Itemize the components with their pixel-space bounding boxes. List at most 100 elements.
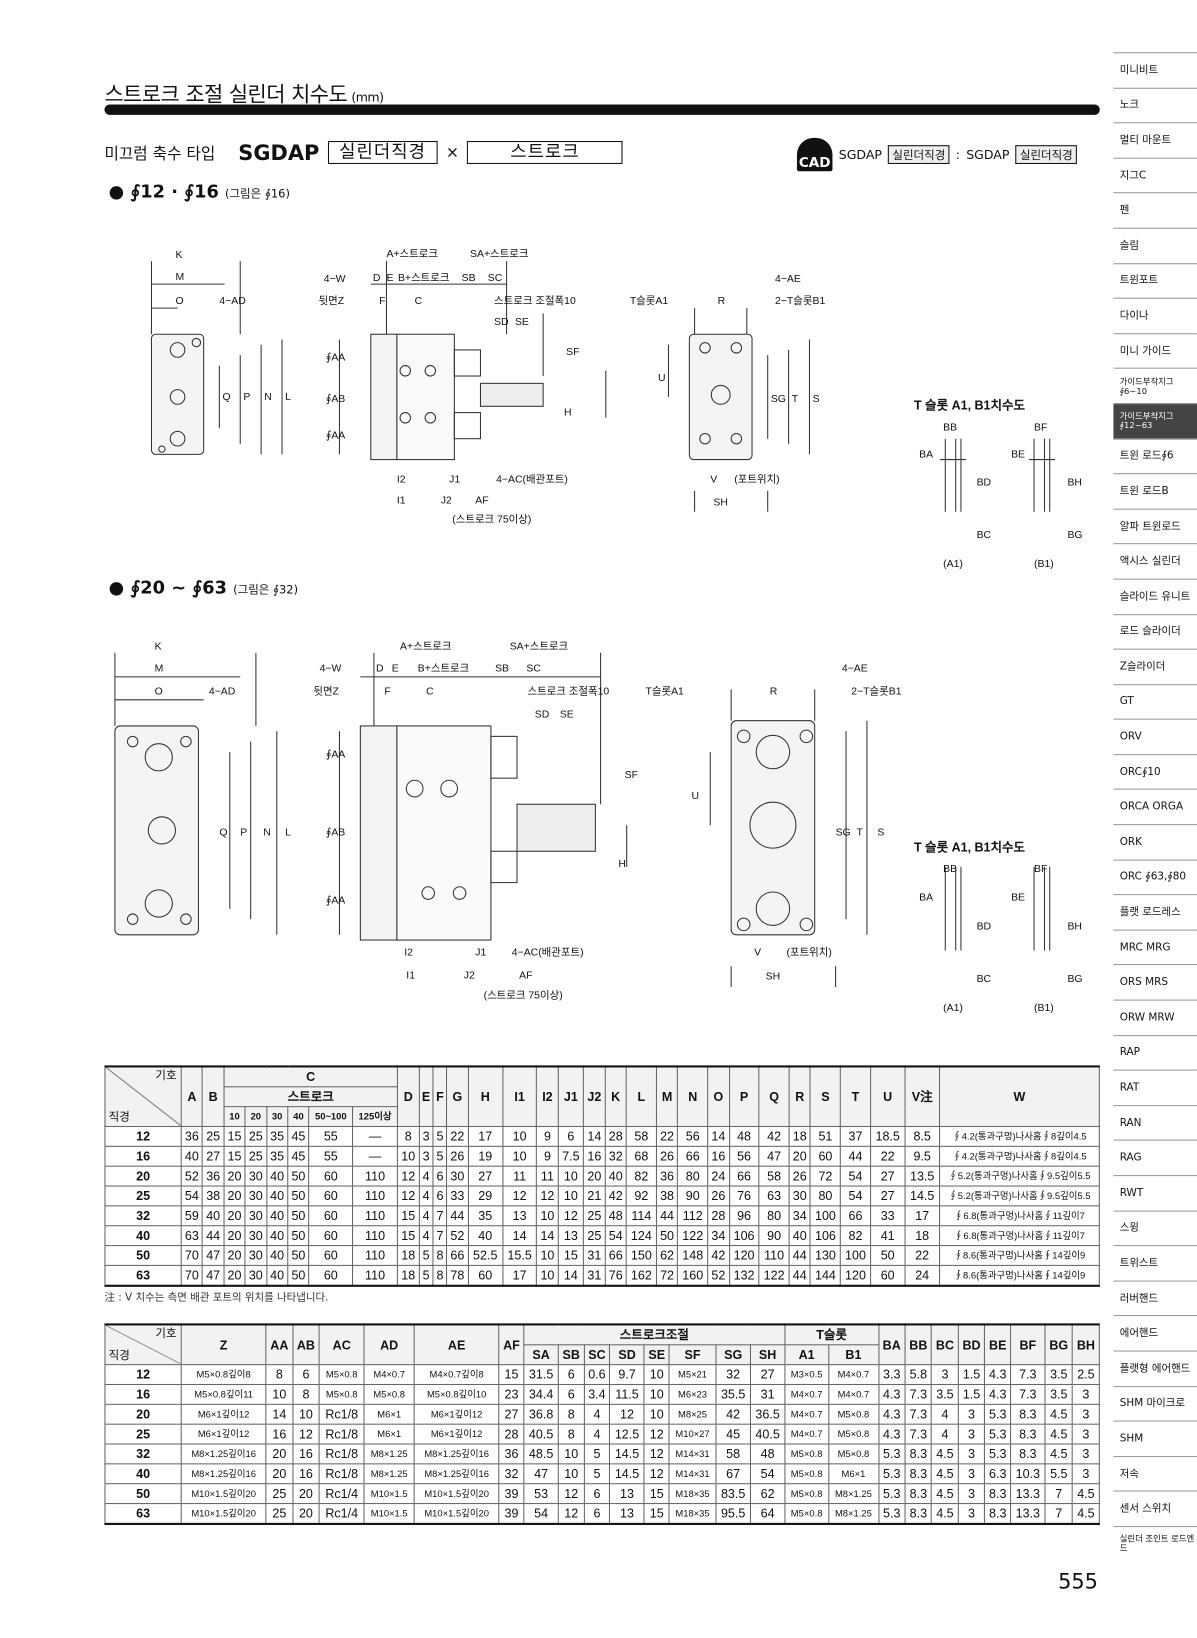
table-cell: 63 — [180, 1225, 204, 1247]
table-cell: 25 — [583, 1205, 606, 1227]
dim-l: L — [285, 392, 291, 403]
table-cell: 100 — [839, 1245, 872, 1266]
side-tab[interactable]: RWT — [1113, 1175, 1197, 1211]
side-tab[interactable]: 플랫형 에어핸드 — [1113, 1350, 1197, 1386]
dim-label: (스트로크 75이상) — [484, 990, 563, 1002]
side-tab[interactable]: 센서 스위치 — [1113, 1490, 1197, 1526]
table-cell: 58 — [715, 1443, 751, 1465]
side-tab[interactable]: RAP — [1113, 1034, 1197, 1070]
tslot-bd: BD — [977, 478, 992, 489]
side-tab[interactable]: 트윈 로드B — [1113, 473, 1197, 509]
table-cell: 16 — [583, 1145, 606, 1167]
table-cell: 32 — [604, 1145, 627, 1167]
side-tab[interactable]: 노크 — [1113, 87, 1197, 123]
table-cell: 7 — [1044, 1503, 1074, 1525]
table-cell: M5×0.8 — [784, 1443, 829, 1465]
side-tab[interactable]: RAN — [1113, 1104, 1197, 1140]
side-tab[interactable]: 다이나 — [1113, 297, 1197, 333]
side-tab[interactable]: 트윈 로드∮6 — [1113, 438, 1197, 474]
table-cell: 19 — [467, 1145, 503, 1167]
table-cell: 50 — [655, 1225, 679, 1247]
side-tab[interactable]: 에어핸드 — [1113, 1315, 1197, 1351]
side-tab[interactable]: MRC MRG — [1113, 929, 1197, 965]
side-tab[interactable]: 미니 가이드 — [1113, 332, 1197, 369]
table-cell: M4×0.7 — [363, 1364, 415, 1386]
cad-icon[interactable]: CAD — [796, 137, 833, 172]
table-cell: 64 — [749, 1503, 786, 1525]
side-tab[interactable]: GT — [1113, 683, 1197, 719]
dim-e: E — [386, 273, 393, 284]
side-tab[interactable]: ORK — [1113, 824, 1197, 860]
side-tab[interactable]: 알파 트윈로드 — [1113, 508, 1197, 544]
dim-label: A+스트로크 — [400, 641, 452, 653]
side-tab[interactable]: 가이드부착지그 ∮12~63 — [1113, 403, 1197, 439]
table-cell: M6×23 — [668, 1383, 717, 1405]
side-tab[interactable]: 멀티 마운트 — [1113, 122, 1197, 158]
side-tab[interactable]: RAT — [1113, 1069, 1197, 1105]
side-tab[interactable]: ORV — [1113, 718, 1197, 754]
side-tab[interactable]: 가이드부착지그 ∮6~10 — [1113, 368, 1197, 404]
dim-label: U — [691, 791, 699, 802]
table-cell: 38 — [655, 1185, 679, 1207]
table-cell: 10 — [397, 1145, 420, 1167]
side-tab[interactable]: 슬림 — [1113, 227, 1197, 263]
side-tab[interactable]: Z슬라이더 — [1113, 648, 1197, 684]
side-tab[interactable]: ORC ∮63,∮80 — [1113, 859, 1197, 895]
dim-label: SD — [535, 710, 550, 721]
side-tab[interactable]: 저속 — [1113, 1455, 1197, 1491]
table-cell: 22 — [904, 1245, 941, 1266]
table-cell: 33 — [869, 1205, 906, 1227]
table-cell: 1.5 — [957, 1383, 986, 1405]
side-tab[interactable]: 펜 — [1113, 192, 1197, 228]
side-tab[interactable]: 러버핸드 — [1113, 1280, 1197, 1316]
side-tab[interactable]: RAG — [1113, 1139, 1197, 1176]
side-tab[interactable]: SHM 마이크로 — [1113, 1385, 1197, 1421]
table-cell: 4.3 — [877, 1383, 906, 1405]
table-cell: 32 — [715, 1364, 751, 1386]
side-tab[interactable]: 스윙 — [1113, 1210, 1197, 1246]
side-tab[interactable]: 플랫 로드레스 — [1113, 894, 1197, 930]
side-tab[interactable]: ORW MRW — [1113, 999, 1197, 1035]
side-tab[interactable]: 미니비트 — [1113, 52, 1197, 88]
side-tab[interactable]: 트윈포트 — [1113, 262, 1197, 298]
dim-aa-2: ∮AA — [326, 431, 345, 442]
side-tab[interactable]: ORCA ORGA — [1113, 789, 1197, 825]
side-tab[interactable]: SHM — [1113, 1420, 1197, 1456]
side-tab[interactable]: 슬라이드 유니트 — [1113, 578, 1197, 614]
table-cell: 20 — [583, 1165, 606, 1187]
side-tab[interactable]: 지그C — [1113, 157, 1197, 193]
side-tab[interactable]: 실린더 조인트 로드엔드 — [1113, 1525, 1197, 1562]
table-cell: 114 — [625, 1205, 657, 1227]
table-cell: 3 — [957, 1403, 986, 1425]
section-heading-12-16: ● ∮12 · ∮16 (그림은 ∮16) — [109, 182, 290, 203]
table-cell: 13.3 — [1010, 1503, 1046, 1525]
table-cell: 34 — [788, 1205, 811, 1227]
table-cell: 15 — [643, 1483, 670, 1505]
table-cell: M5×0.8 — [784, 1483, 829, 1505]
side-tab[interactable]: 액시스 실린더 — [1113, 543, 1197, 579]
dim-label: T슬롯A1 — [646, 686, 685, 698]
dim-label: S — [877, 828, 884, 839]
table-cell: 15 — [223, 1125, 246, 1147]
row-bore-size: 16 — [104, 1383, 182, 1405]
dim-label: N — [263, 828, 271, 839]
side-tab[interactable]: ORC∮10 — [1113, 753, 1197, 790]
table-cell: 6 — [557, 1125, 585, 1147]
dim-m: M — [175, 272, 184, 283]
side-tab[interactable]: ORS MRS — [1113, 964, 1197, 1000]
table-cell: 14.5 — [609, 1443, 645, 1465]
table-cell: 4.3 — [984, 1383, 1012, 1405]
table-cell: 55 — [308, 1125, 354, 1147]
col-header: R — [788, 1065, 811, 1128]
table-cell: 4 — [583, 1423, 611, 1445]
table-cell: 66 — [728, 1165, 760, 1187]
side-tab[interactable]: 트위스트 — [1113, 1245, 1197, 1281]
col-header: BE — [984, 1323, 1012, 1366]
dim-label: BH — [1067, 922, 1082, 933]
table-cell: 76 — [604, 1264, 627, 1287]
dim-label: M — [155, 664, 164, 675]
table-cell: 14 — [583, 1125, 606, 1147]
side-tab[interactable]: 로드 슬라이더 — [1113, 613, 1197, 649]
